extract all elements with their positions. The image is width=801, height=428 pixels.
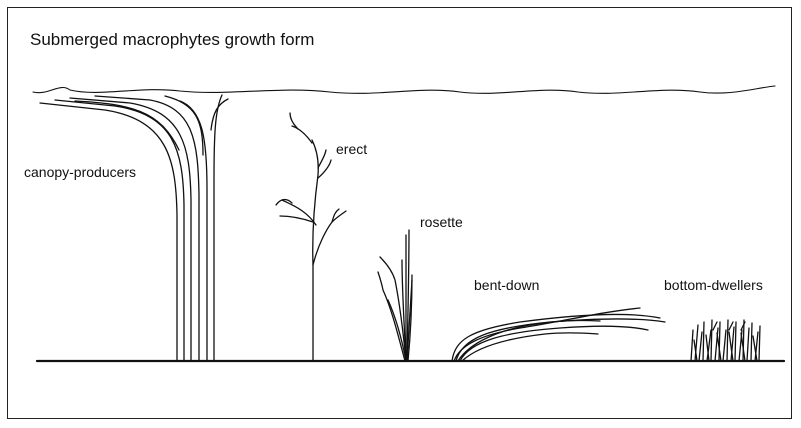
erect-plant: [276, 113, 346, 361]
canopy-producers-plant: [40, 95, 228, 361]
rosette-plant: [378, 230, 412, 361]
bottom-dwellers-plant: [691, 320, 760, 361]
bent-down-plant: [452, 308, 665, 361]
water-surface: [33, 86, 775, 93]
